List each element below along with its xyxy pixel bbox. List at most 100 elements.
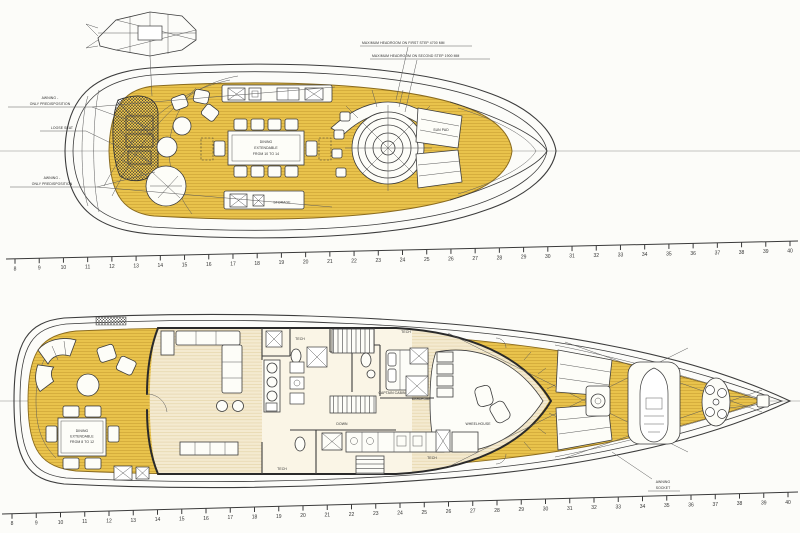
svg-text:16: 16 <box>203 516 209 522</box>
tech-label-1: TECH <box>295 337 305 341</box>
storage-label: STORAGE <box>273 201 291 205</box>
wheelhouse-label: WHEELHOUSE <box>465 422 491 426</box>
round-table-small <box>156 136 178 158</box>
annotation-awning-top: AWNING - ONLY PREDISPOSITION <box>8 86 336 129</box>
tech-label-2: TECH <box>401 330 411 334</box>
captain-cabin-label: CAPTAIN CABIN <box>378 391 405 395</box>
svg-text:30: 30 <box>543 506 549 512</box>
svg-text:20: 20 <box>303 260 309 266</box>
svg-text:21: 21 <box>324 513 330 519</box>
svg-text:13: 13 <box>130 518 136 524</box>
round-table-large <box>145 165 187 207</box>
svg-text:38: 38 <box>737 501 743 507</box>
svg-text:AWNING -: AWNING - <box>44 176 61 180</box>
svg-text:18: 18 <box>254 261 260 267</box>
svg-text:26: 26 <box>446 509 452 515</box>
stern-step-arc <box>93 89 100 213</box>
svg-text:12: 12 <box>109 264 115 270</box>
svg-text:12: 12 <box>106 519 112 525</box>
svg-text:35: 35 <box>666 251 672 257</box>
aft-dining-label-3: FROM 8 TO 12 <box>70 440 94 444</box>
svg-text:MAXIMUM HEADROOM ON SECOND STE: MAXIMUM HEADROOM ON SECOND STEP 1900 MM <box>372 54 460 58</box>
round-table-small <box>172 116 192 136</box>
sun-pads: SUN PAD <box>415 107 463 189</box>
svg-text:15: 15 <box>179 517 185 523</box>
svg-text:37: 37 <box>715 250 721 256</box>
stairs-down-center <box>329 395 377 414</box>
salon-sofa <box>175 330 243 394</box>
svg-text:19: 19 <box>276 514 282 520</box>
main-hull-outline <box>13 313 792 489</box>
bow-bulwark-line <box>449 101 548 201</box>
storage-unit: STORAGE <box>223 190 305 210</box>
svg-text:16: 16 <box>206 262 212 268</box>
svg-text:AWNING -: AWNING - <box>42 96 59 100</box>
annotation-awning-socket: AWNING SOCKET <box>611 451 680 492</box>
svg-text:27: 27 <box>472 256 478 262</box>
svg-text:11: 11 <box>82 519 87 525</box>
svg-text:11: 11 <box>85 265 90 271</box>
aft-round-table <box>76 373 100 397</box>
svg-text:20: 20 <box>300 513 306 519</box>
svg-text:17: 17 <box>227 515 233 521</box>
deck-fitting <box>95 316 127 326</box>
stern-step-arc <box>81 95 89 207</box>
svg-text:LOOSE SEAT: LOOSE SEAT <box>51 126 73 130</box>
svg-text:10: 10 <box>58 520 64 526</box>
tech-label-3: TECH <box>277 467 287 471</box>
salon-aft-wall <box>146 327 159 475</box>
svg-text:29: 29 <box>521 255 527 261</box>
wheelhouse-locker <box>435 429 451 453</box>
upper-dining-label-1: DINING <box>260 140 273 144</box>
anchor-windlass <box>701 377 771 427</box>
svg-text:22: 22 <box>349 512 355 518</box>
upper-deck-plan: DINING EXTENDABLE FROM 10 TO 14 SUN PAD … <box>0 11 800 239</box>
aft-deck-hatches <box>113 465 150 481</box>
jacuzzi <box>330 89 446 191</box>
svg-text:22: 22 <box>351 259 357 265</box>
svg-text:15: 15 <box>182 262 188 268</box>
salon-cabinet <box>160 330 175 356</box>
svg-text:37: 37 <box>712 502 718 508</box>
svg-text:28: 28 <box>497 255 503 261</box>
svg-text:10: 10 <box>61 265 67 271</box>
wet-bar <box>221 84 333 103</box>
svg-text:24: 24 <box>397 511 403 517</box>
salon-door-arc <box>146 393 168 413</box>
main-deck-plan: DINING EXTENDABLE FROM 8 TO 12 TECH TECH <box>0 313 800 492</box>
svg-text:26: 26 <box>448 256 454 262</box>
helm-seats <box>474 384 511 424</box>
svg-text:32: 32 <box>593 253 599 259</box>
aft-armchair <box>96 343 117 363</box>
svg-text:35: 35 <box>664 503 670 509</box>
svg-text:9: 9 <box>35 521 38 527</box>
svg-text:28: 28 <box>494 508 500 514</box>
svg-text:25: 25 <box>424 257 430 263</box>
svg-text:32: 32 <box>591 505 597 511</box>
svg-text:8: 8 <box>11 521 14 527</box>
chart-table <box>451 431 479 453</box>
svg-text:14: 14 <box>158 263 164 269</box>
capstan <box>585 385 611 417</box>
svg-text:40: 40 <box>787 249 793 255</box>
wheelhouse-door-arcs <box>495 337 507 465</box>
svg-text:ONLY PREDISPOSITION: ONLY PREDISPOSITION <box>30 102 71 106</box>
day-head-upper <box>265 330 328 368</box>
svg-text:39: 39 <box>763 249 769 255</box>
svg-text:31: 31 <box>567 506 573 512</box>
aft-dining-label-2: EXTENDABLE <box>70 435 94 439</box>
svg-text:34: 34 <box>640 504 646 510</box>
helm-seat-cluster <box>112 95 159 182</box>
aft-dining-label-1: DINING <box>76 429 89 433</box>
wheelhouse-enclosure <box>395 327 553 475</box>
svg-text:SOCKET: SOCKET <box>656 486 671 490</box>
upper-dining-label-3: FROM 10 TO 14 <box>253 152 279 156</box>
upper-dining-table: DINING EXTENDABLE FROM 10 TO 14 <box>200 118 332 178</box>
svg-text:36: 36 <box>690 251 696 257</box>
svg-text:14: 14 <box>155 517 161 523</box>
svg-text:13: 13 <box>133 264 139 270</box>
salon-sideboard <box>179 441 239 456</box>
svg-text:39: 39 <box>761 500 767 506</box>
